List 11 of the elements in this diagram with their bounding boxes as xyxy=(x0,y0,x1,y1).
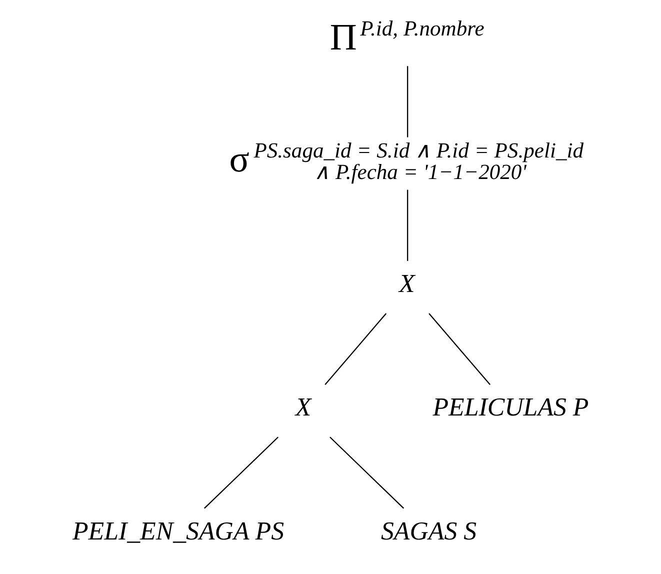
connector xyxy=(406,66,408,138)
connector xyxy=(428,313,490,386)
node-text: X xyxy=(294,392,311,422)
connector xyxy=(329,436,404,509)
node-text: PELI_EN_SAGA PS xyxy=(72,516,284,546)
node-text: X xyxy=(398,268,414,298)
node-text: PELICULAS P xyxy=(432,392,588,422)
connector xyxy=(406,190,408,261)
connector xyxy=(324,313,386,386)
node-text: SAGAS S xyxy=(380,516,476,546)
connector xyxy=(204,436,278,509)
